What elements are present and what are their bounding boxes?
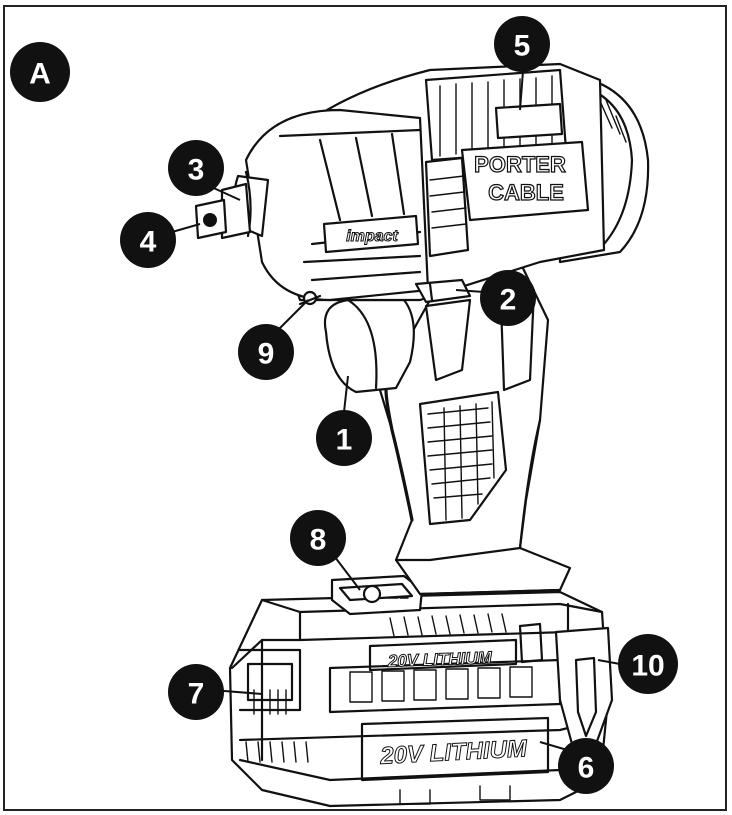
callout-5-number: 5 [514,30,531,63]
head-label-text: impact [346,228,398,245]
fuel-gauge-drawing [330,574,424,616]
callout-7-number: 7 [188,678,205,711]
callout-8: 8 [290,510,346,566]
body-drawing: PORTER CABLE impact [194,62,650,306]
figure-badge: A [10,42,70,102]
callout-9: 9 [238,324,294,380]
callout-10-number: 10 [631,650,664,683]
callout-7: 7 [168,664,224,720]
figure-label: A [29,58,51,91]
callout-1: 1 [316,410,372,466]
callout-3: 3 [168,140,224,196]
callout-10: 10 [618,634,678,694]
callout-8-number: 8 [310,524,327,557]
callout-2: 2 [480,270,536,326]
callout-6-number: 6 [578,752,595,785]
callout-1-number: 1 [336,424,353,457]
callout-9-number: 9 [258,338,275,371]
brand-name-line1: PORTER [474,152,566,177]
battery-top-label: 20V LITHIUM [387,648,493,671]
battery-pack-drawing [228,590,614,808]
brand-name-line2: CABLE [488,180,564,205]
figure-frame [3,5,727,811]
callout-3-number: 3 [188,154,205,187]
callout-5: 5 [494,16,550,72]
callout-2-number: 2 [500,284,517,317]
trigger-drawing [323,298,415,394]
callout-4-number: 4 [140,226,157,259]
callout-4: 4 [120,212,176,268]
callout-6: 6 [558,738,614,794]
